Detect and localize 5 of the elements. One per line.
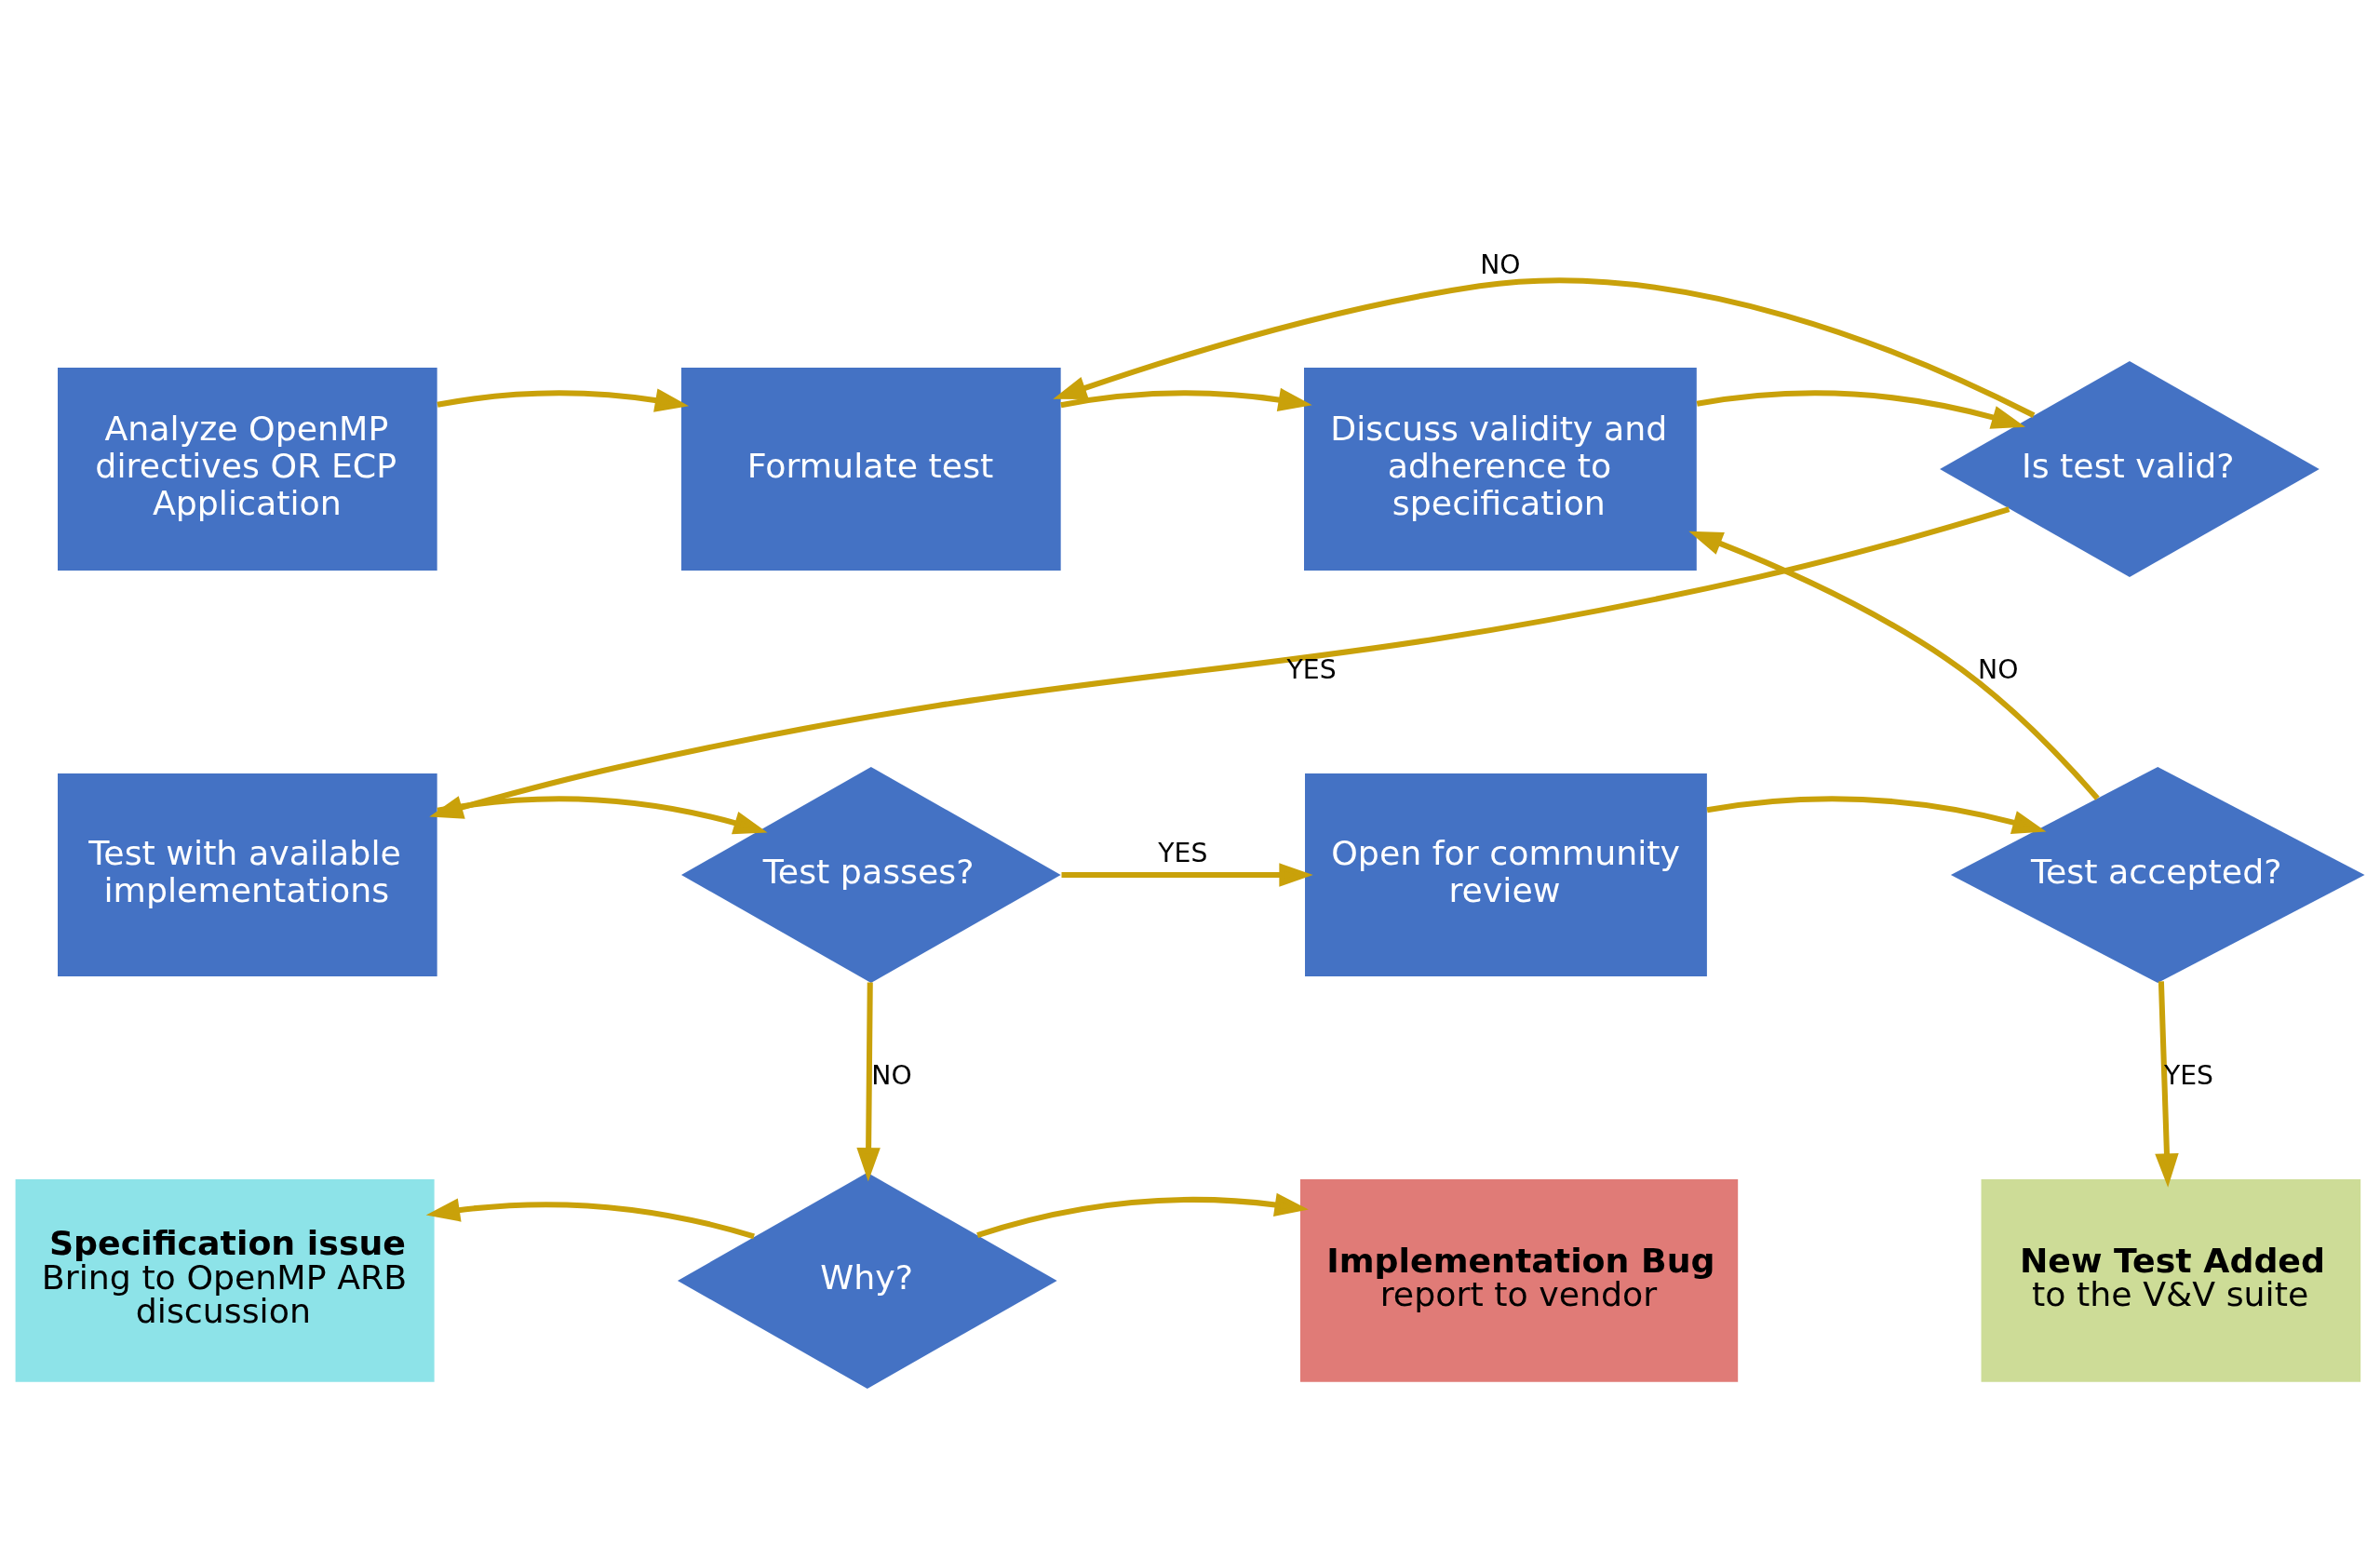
edge-label: YES (1158, 837, 1208, 868)
edge-label: NO (871, 1059, 912, 1091)
edge-label: NO (1480, 249, 1521, 280)
edge-label: YES (1286, 653, 1337, 685)
edge-label: NO (1978, 653, 2019, 685)
